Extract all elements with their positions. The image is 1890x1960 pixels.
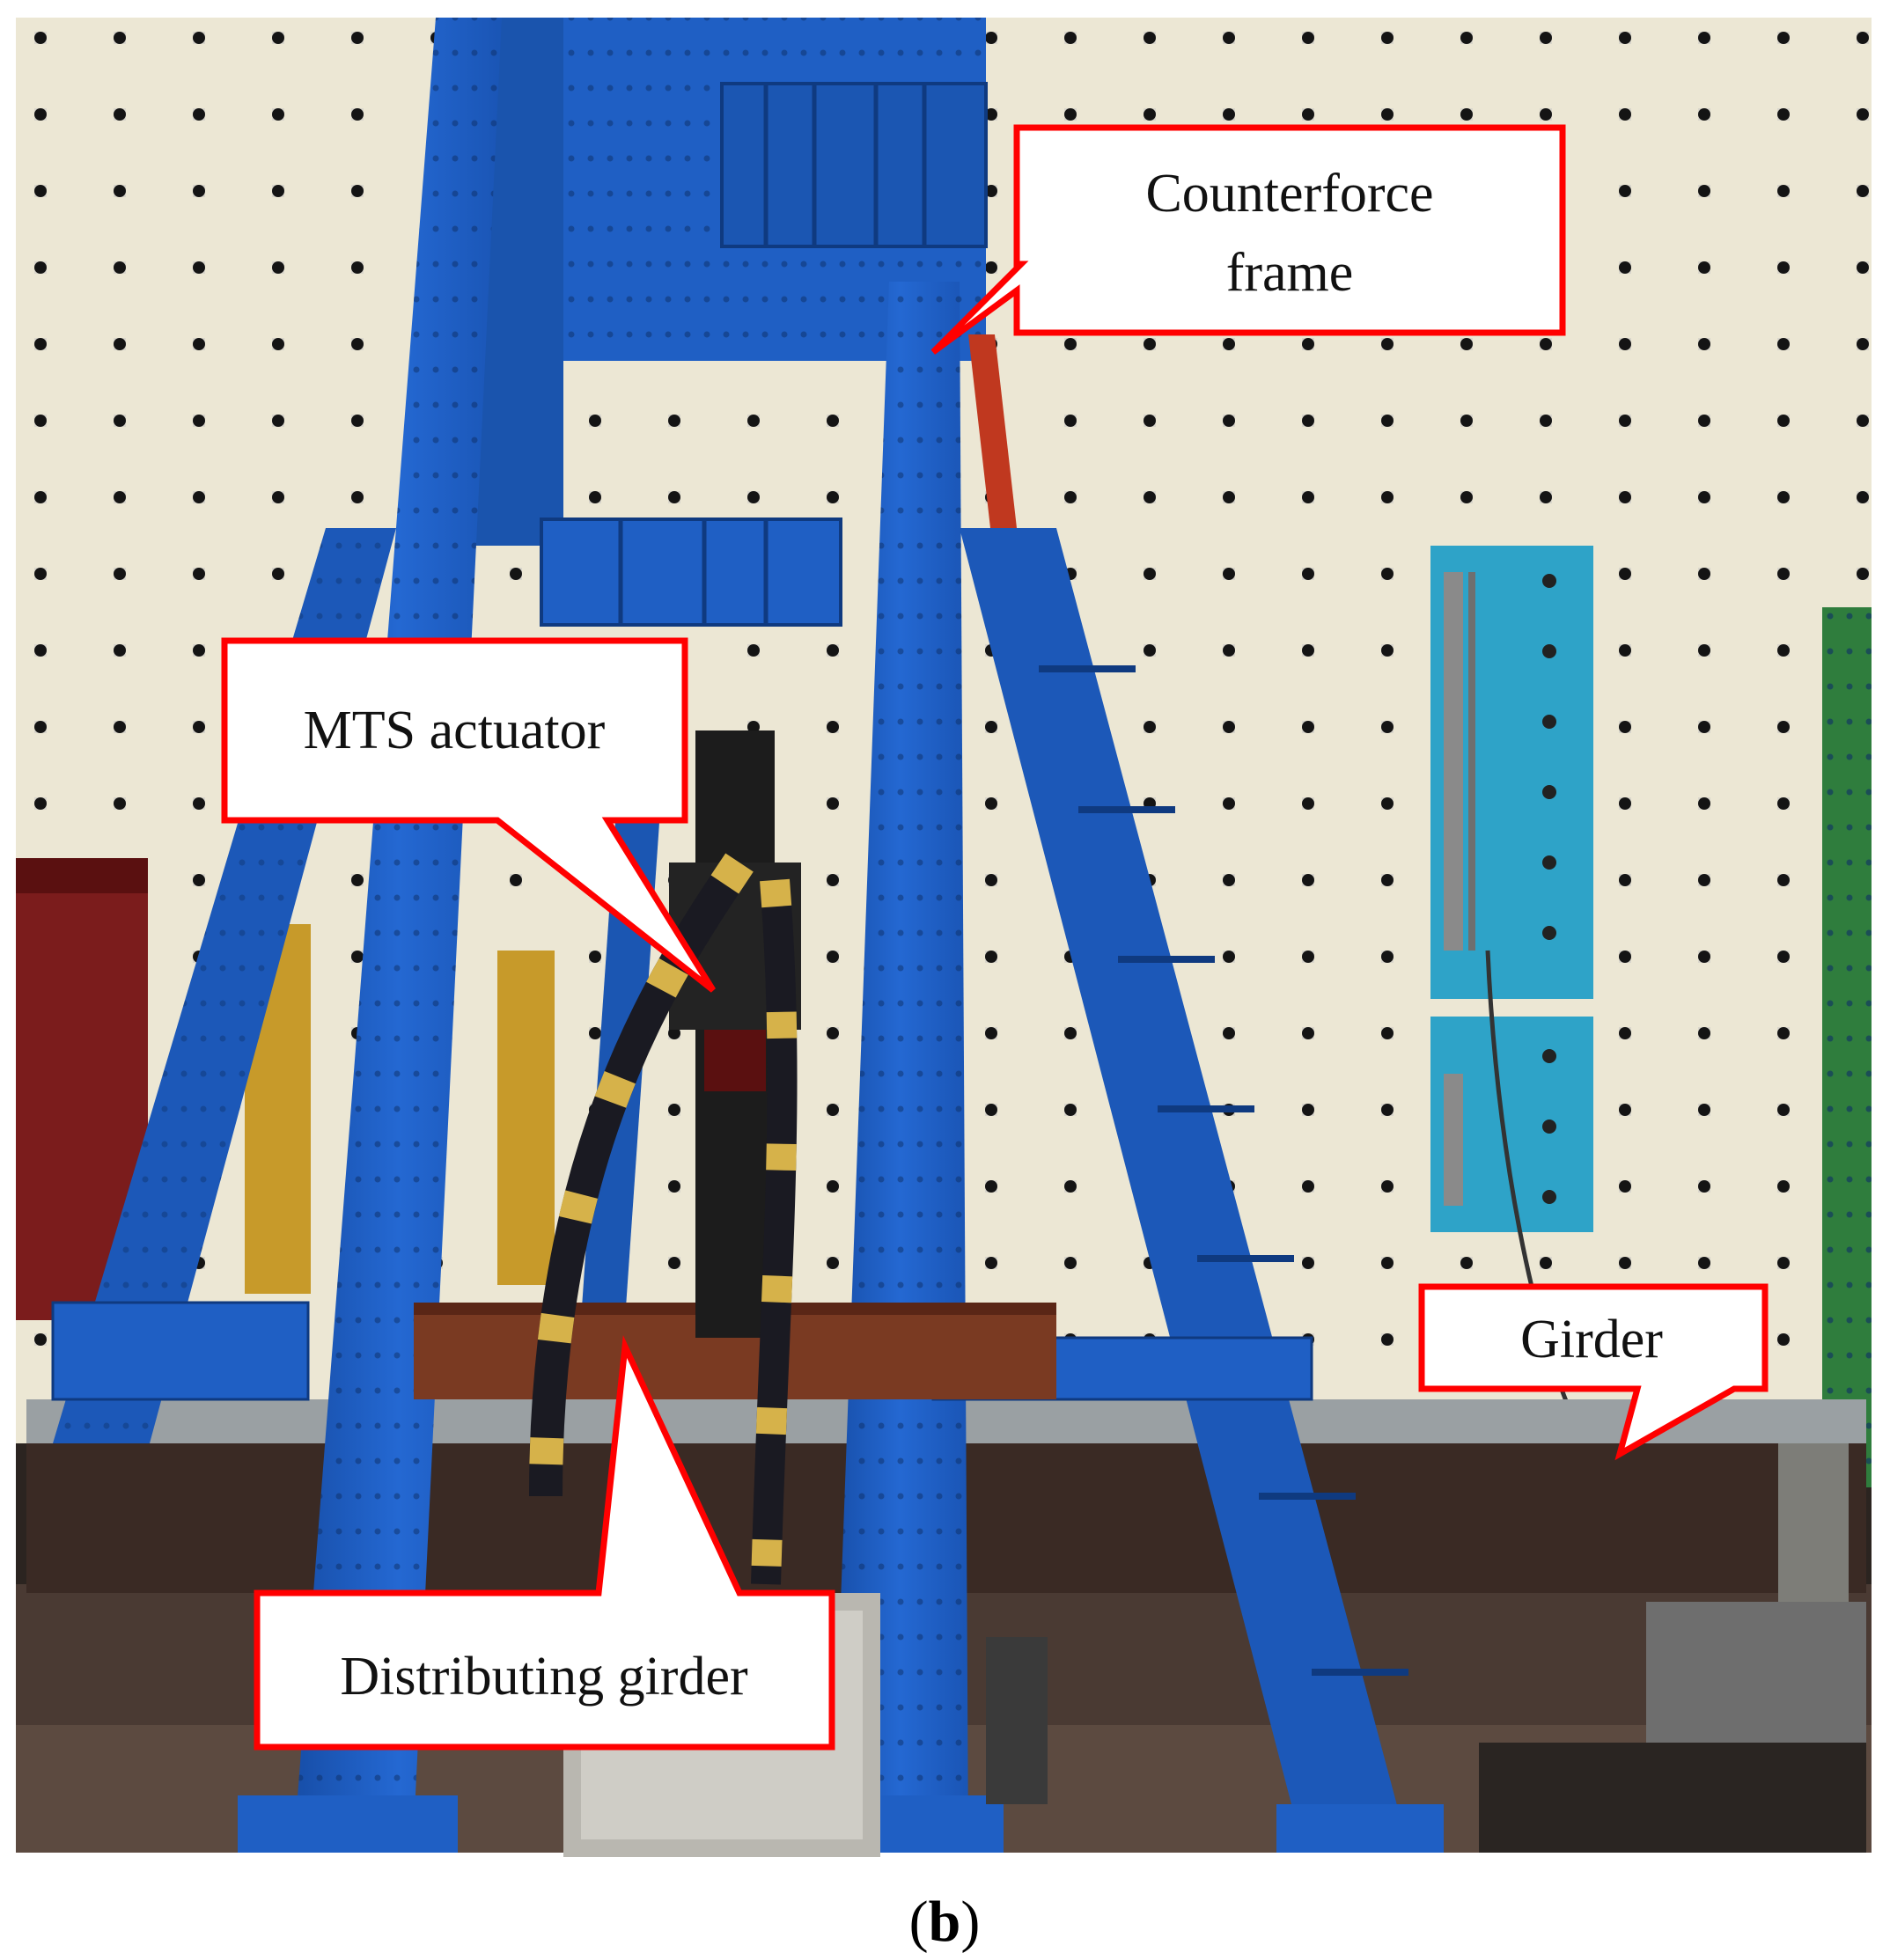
caption-open-paren: ( <box>909 1890 929 1954</box>
callout-mts-actuator: MTS actuator <box>221 637 716 993</box>
caption-letter: b <box>929 1890 961 1954</box>
figure-caption: (b) <box>909 1890 981 1954</box>
mts-actuator <box>529 730 801 1585</box>
callout-distributing-girder: Distributing girder <box>254 1335 835 1751</box>
caption-close-paren: ) <box>960 1890 980 1954</box>
callout-girder-text: Girder <box>1520 1310 1663 1369</box>
callout-counterforce-frame-line2: frame <box>1226 243 1354 303</box>
caption-label: (b) <box>909 1890 981 1954</box>
wall-anchor-plates <box>1430 546 1593 1445</box>
callout-counterforce-frame-line1: Counterforce <box>1145 164 1433 224</box>
callout-girder: Girder <box>1418 1283 1769 1461</box>
callout-distributing-girder-text: Distributing girder <box>340 1647 748 1707</box>
callout-mts-actuator-text: MTS actuator <box>304 701 606 760</box>
callout-counterforce-frame: Counterforce frame <box>930 124 1566 355</box>
